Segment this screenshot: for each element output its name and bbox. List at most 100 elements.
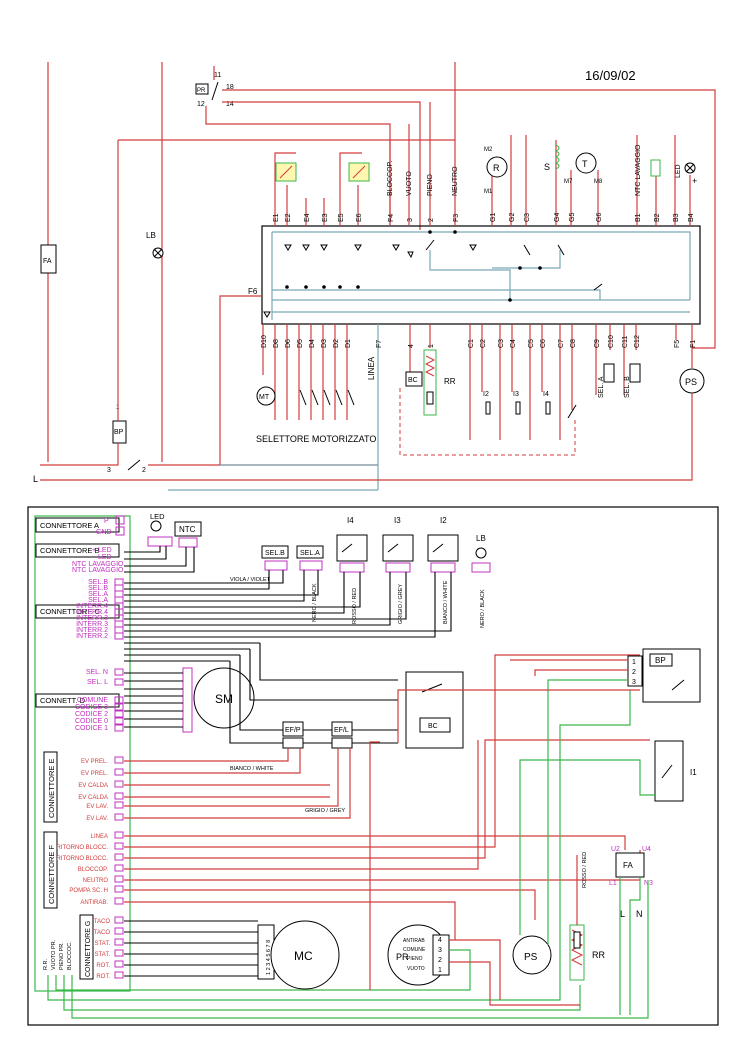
connettore-d: CONNETT. D: [35, 693, 120, 708]
connector-pin-label: STAT.: [95, 952, 111, 958]
svg-text:BP: BP: [655, 656, 666, 665]
connector-pin-box: [114, 756, 124, 764]
svg-text:SEL. A: SEL. A: [598, 376, 605, 398]
bottom-pin-label: D3: [321, 339, 328, 348]
led-lamp: +: [684, 162, 697, 186]
connector-pin-box: [114, 696, 124, 704]
ntc-resistor: [650, 159, 661, 177]
connector-pin-box: [114, 620, 124, 628]
top-pin-label: B4: [688, 213, 695, 222]
connector-pin-box: [114, 927, 124, 935]
connector-pin-label: INTERR.3: [76, 615, 108, 622]
sm-motor: SM: [182, 667, 255, 733]
top-pin-label: G5: [569, 213, 576, 222]
svg-text:M8: M8: [594, 179, 603, 185]
connector-pin-label: SEL. L: [87, 679, 108, 686]
connettore-g: CONNETTORE G: [79, 914, 94, 980]
svg-text:PIENO: PIENO: [407, 956, 423, 962]
connector-pin-label: CODICE 0: [75, 718, 108, 725]
board-outline: [34, 515, 131, 992]
top-pin-label: E2: [285, 213, 292, 222]
svg-text:MC: MC: [294, 949, 313, 963]
svg-text:+ LED: + LED: [92, 547, 112, 554]
sel-b-connector: SEL.B: [261, 545, 289, 571]
connettore-c: CONNETTORE C: [35, 604, 120, 619]
svg-text:11: 11: [214, 72, 221, 79]
ps-bottom: PS: [512, 935, 552, 975]
connector-pin-label: CODICE 1: [75, 725, 108, 732]
top-pin-label: F3: [453, 214, 460, 222]
connector-pin-label: STAT.: [95, 941, 111, 947]
connettore-e: CONNETTORE E: [43, 751, 58, 823]
svg-text:S: S: [544, 162, 550, 172]
mc-motor: 1 2 3 4 5 6 7 8 MC: [257, 920, 340, 990]
bc-box: BC: [405, 371, 423, 387]
connector-pin-box: [114, 703, 124, 711]
svg-text:U4: U4: [642, 846, 651, 853]
top-pin-label: B2: [654, 213, 661, 222]
svg-text:LED: LED: [98, 554, 112, 561]
bottom-pin-label: C7: [558, 339, 565, 348]
connector-pin-box: [114, 578, 124, 586]
pr-relay: PR 11 12 18 14: [195, 72, 234, 108]
top-pin-label: 3: [407, 218, 414, 222]
svg-text:ROSSO / RED: ROSSO / RED: [582, 852, 588, 888]
wire-nero-2: NERO / BLACK: [480, 589, 486, 628]
bottom-pin-label: C1: [468, 339, 475, 348]
efl-wire-label: GRIGIO / GREY: [305, 808, 345, 814]
svg-text:CONNETTORE F: CONNETTORE F: [47, 845, 56, 904]
connector-pin-box: [114, 668, 124, 676]
connector-pin-box: [114, 853, 124, 861]
rr-bottom: RR ROSSO / RED: [569, 852, 605, 981]
top-pin-label: F4: [388, 214, 395, 222]
bottom-pin-label: F1: [690, 340, 697, 348]
connector-pin-box: [114, 897, 124, 905]
bottom-pin-label: C8: [570, 339, 577, 348]
bottom-pin-label: F5: [674, 340, 681, 348]
bottom-pin-label: C3: [498, 339, 505, 348]
top-pin-label: E1: [273, 213, 280, 222]
svg-text:2: 2: [438, 957, 442, 964]
svg-text:NEUTRO: NEUTRO: [452, 166, 459, 196]
connector-pin-label: RITORNO BLOCC.: [56, 856, 108, 862]
svg-text:PIENO: PIENO: [427, 174, 434, 196]
svg-text:1: 1: [438, 967, 442, 974]
bottom-pin-label: C4: [510, 339, 517, 348]
efp-connector: EF/P: [282, 721, 304, 749]
svg-text:MT: MT: [259, 394, 270, 401]
stator-coil: S M7: [544, 144, 573, 185]
f6-label: F6: [248, 287, 258, 296]
efp-wire-label: BIANCO / WHITE: [230, 766, 274, 772]
connector-pin-label: EV LAV.: [86, 816, 108, 822]
svg-text:3: 3: [438, 947, 442, 954]
efl-connector: EF/L: [331, 721, 353, 749]
bottom-pin-label: D8: [273, 339, 280, 348]
svg-text:I3: I3: [394, 516, 401, 525]
connector-pin-box: [114, 938, 124, 946]
connector-pin-label: TACO: [94, 930, 111, 936]
wire-bianco: BIANCO / WHITE: [443, 580, 449, 624]
svg-text:T: T: [582, 159, 588, 169]
connector-pin-box: [114, 678, 124, 686]
svg-text:12: 12: [197, 101, 205, 108]
connector-pin-box: [114, 590, 124, 598]
mt-motor: MT: [256, 386, 276, 406]
connector-pin-box: [114, 960, 124, 968]
connector-pin-label: INTERR.4: [76, 603, 108, 610]
svg-text:PR: PR: [396, 952, 409, 962]
wire-rosso: ROSSO / RED: [352, 588, 358, 624]
svg-text:3: 3: [632, 679, 636, 686]
svg-text:18: 18: [226, 84, 234, 91]
bottom-pin-label: D5: [297, 339, 304, 348]
top-pin-label: B3: [673, 213, 680, 222]
connector-pin-box: [114, 710, 124, 718]
svg-text:VUOTO: VUOTO: [407, 966, 425, 972]
connettore-a: CONNETTORE A P GND: [35, 515, 125, 536]
connector-pin-label: COMUNE: [77, 697, 108, 704]
svg-text:M1: M1: [484, 189, 493, 195]
svg-text:CONNETTORE B: CONNETTORE B: [40, 546, 99, 555]
svg-text:N: N: [636, 909, 643, 919]
svg-text:NTC LAVAGGIO: NTC LAVAGGIO: [72, 567, 124, 574]
connector-pin-label: SEL.A: [88, 591, 108, 598]
svg-text:M2: M2: [484, 147, 493, 153]
